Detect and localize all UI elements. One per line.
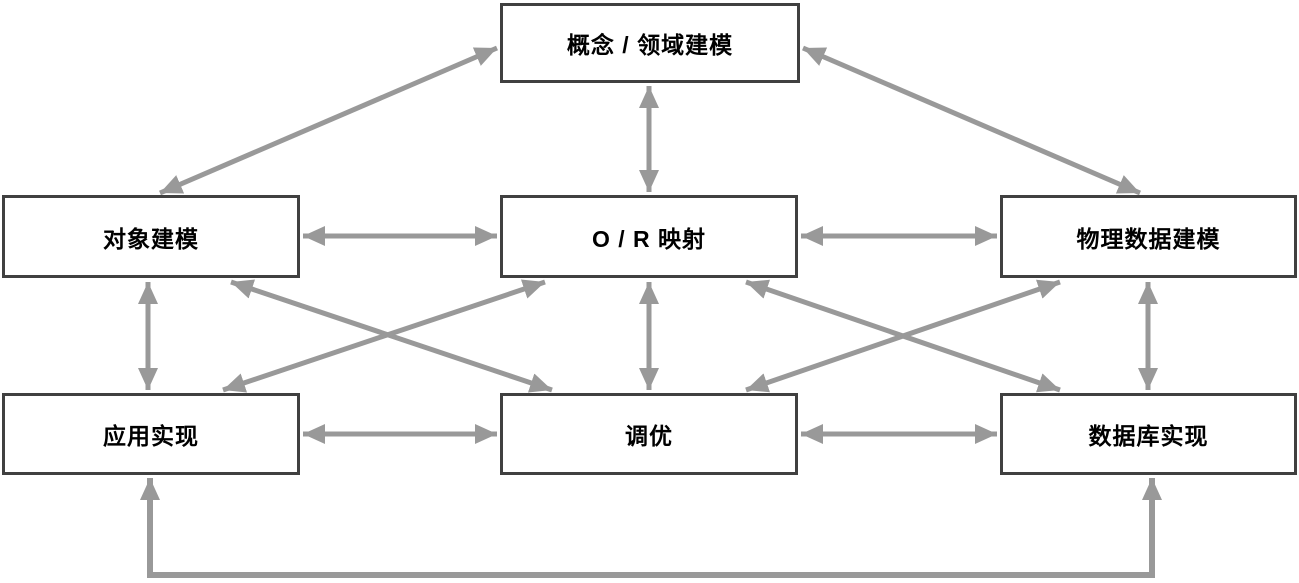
node-label-physical-data-modeling: 物理数据建模 (1076, 225, 1221, 252)
node-label-object-modeling: 对象建模 (103, 225, 199, 252)
node-label-tuning: 调优 (625, 423, 673, 449)
edge-or-mapping--app-implementation (222, 279, 546, 393)
node-or-mapping: O / R 映射 (500, 195, 798, 278)
node-label-or-mapping: O / R 映射 (591, 225, 707, 252)
edge-physical-data-modeling--tuning (745, 279, 1061, 393)
node-concept-domain-modeling: 概念 / 领域建模 (500, 3, 800, 83)
node-db-implementation: 数据库实现 (1000, 393, 1297, 475)
node-object-modeling: 对象建模 (2, 195, 300, 278)
edge-app-implementation--db-implementation (140, 478, 1162, 578)
node-physical-data-modeling: 物理数据建模 (1000, 195, 1297, 278)
node-tuning: 调优 (500, 393, 798, 475)
edge-concept-domain-modeling--physical-data-modeling (802, 45, 1141, 196)
node-label-concept-domain-modeling: 概念 / 领域建模 (566, 32, 734, 58)
edge-concept-domain-modeling--object-modeling (159, 45, 498, 196)
node-app-implementation: 应用实现 (2, 393, 300, 475)
node-label-app-implementation: 应用实现 (103, 423, 199, 449)
node-label-db-implementation: 数据库实现 (1088, 423, 1209, 449)
